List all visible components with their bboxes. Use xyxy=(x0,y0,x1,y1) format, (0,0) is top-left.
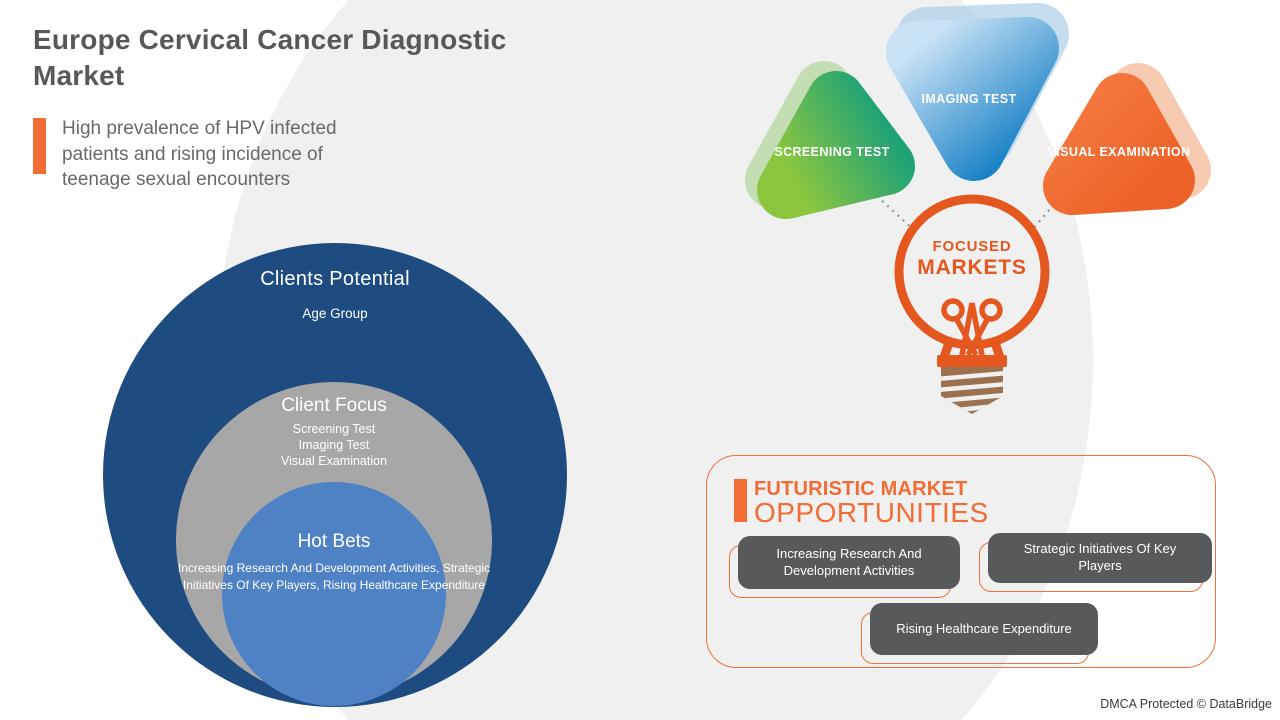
venn-outer-title: Clients Potential xyxy=(260,268,410,290)
opportunities-panel: FUTURISTIC MARKET OPPORTUNITIES Increasi… xyxy=(706,455,1216,668)
opportunity-item-box: Rising Healthcare Expenditure xyxy=(870,603,1098,655)
screening-blob xyxy=(757,71,915,219)
venn-middle-item: Imaging Test xyxy=(298,438,370,452)
lightbulb-collar xyxy=(937,355,1007,367)
opportunities-accent-bar xyxy=(734,479,747,522)
lightbulb-neck xyxy=(939,337,1005,360)
opportunities-heading-line2: OPPORTUNITIES xyxy=(754,497,989,528)
visual-examination-label: VISUAL EXAMINATION xyxy=(1047,145,1191,159)
lightbulb-filament xyxy=(941,298,1003,357)
venn-middle-item: Visual Examination xyxy=(280,454,388,468)
focused-markets-graphic xyxy=(745,3,1211,414)
focused-markets-label-line1: FOCUSED xyxy=(932,238,1012,255)
dmca-notice: DMCA Protected © DataBridge xyxy=(1100,697,1272,711)
venn-middle-item: Screening Test xyxy=(292,422,376,436)
lightbulb-screw-threads xyxy=(941,370,1003,414)
screening-test-label: SCREENING TEST xyxy=(774,145,890,159)
opportunity-item-box: Strategic Initiatives Of Key Players xyxy=(988,533,1212,583)
imaging-blob xyxy=(886,17,1059,181)
focused-markets-label-line2: MARKETS xyxy=(917,256,1027,279)
market-driver-text: High prevalence of HPV infected patients… xyxy=(62,118,337,191)
opportunity-item: Strategic Initiatives Of Key Players xyxy=(979,533,1212,592)
venn-middle-title: Client Focus xyxy=(281,395,387,416)
venn-inner-subtitle: Increasing Research And Development Acti… xyxy=(177,561,491,592)
opportunity-item-box: Increasing Research And Development Acti… xyxy=(738,536,960,589)
opportunity-item: Rising Healthcare Expenditure xyxy=(861,603,1098,664)
accent-bar xyxy=(33,118,46,174)
opportunities-heading-line1: FUTURISTIC MARKET xyxy=(754,478,968,500)
opportunity-item: Increasing Research And Development Acti… xyxy=(729,536,960,598)
venn-inner-circle xyxy=(222,482,446,706)
page-title: Europe Cervical Cancer Diagnostic Market xyxy=(33,24,507,92)
venn-outer-subtitle: Age Group xyxy=(302,306,368,321)
venn-middle-items: Screening Test Imaging Test Visual Exami… xyxy=(176,421,492,469)
imaging-test-label: IMAGING TEST xyxy=(921,92,1017,106)
visual-blob xyxy=(1043,73,1195,215)
venn-inner-title: Hot Bets xyxy=(297,531,371,552)
